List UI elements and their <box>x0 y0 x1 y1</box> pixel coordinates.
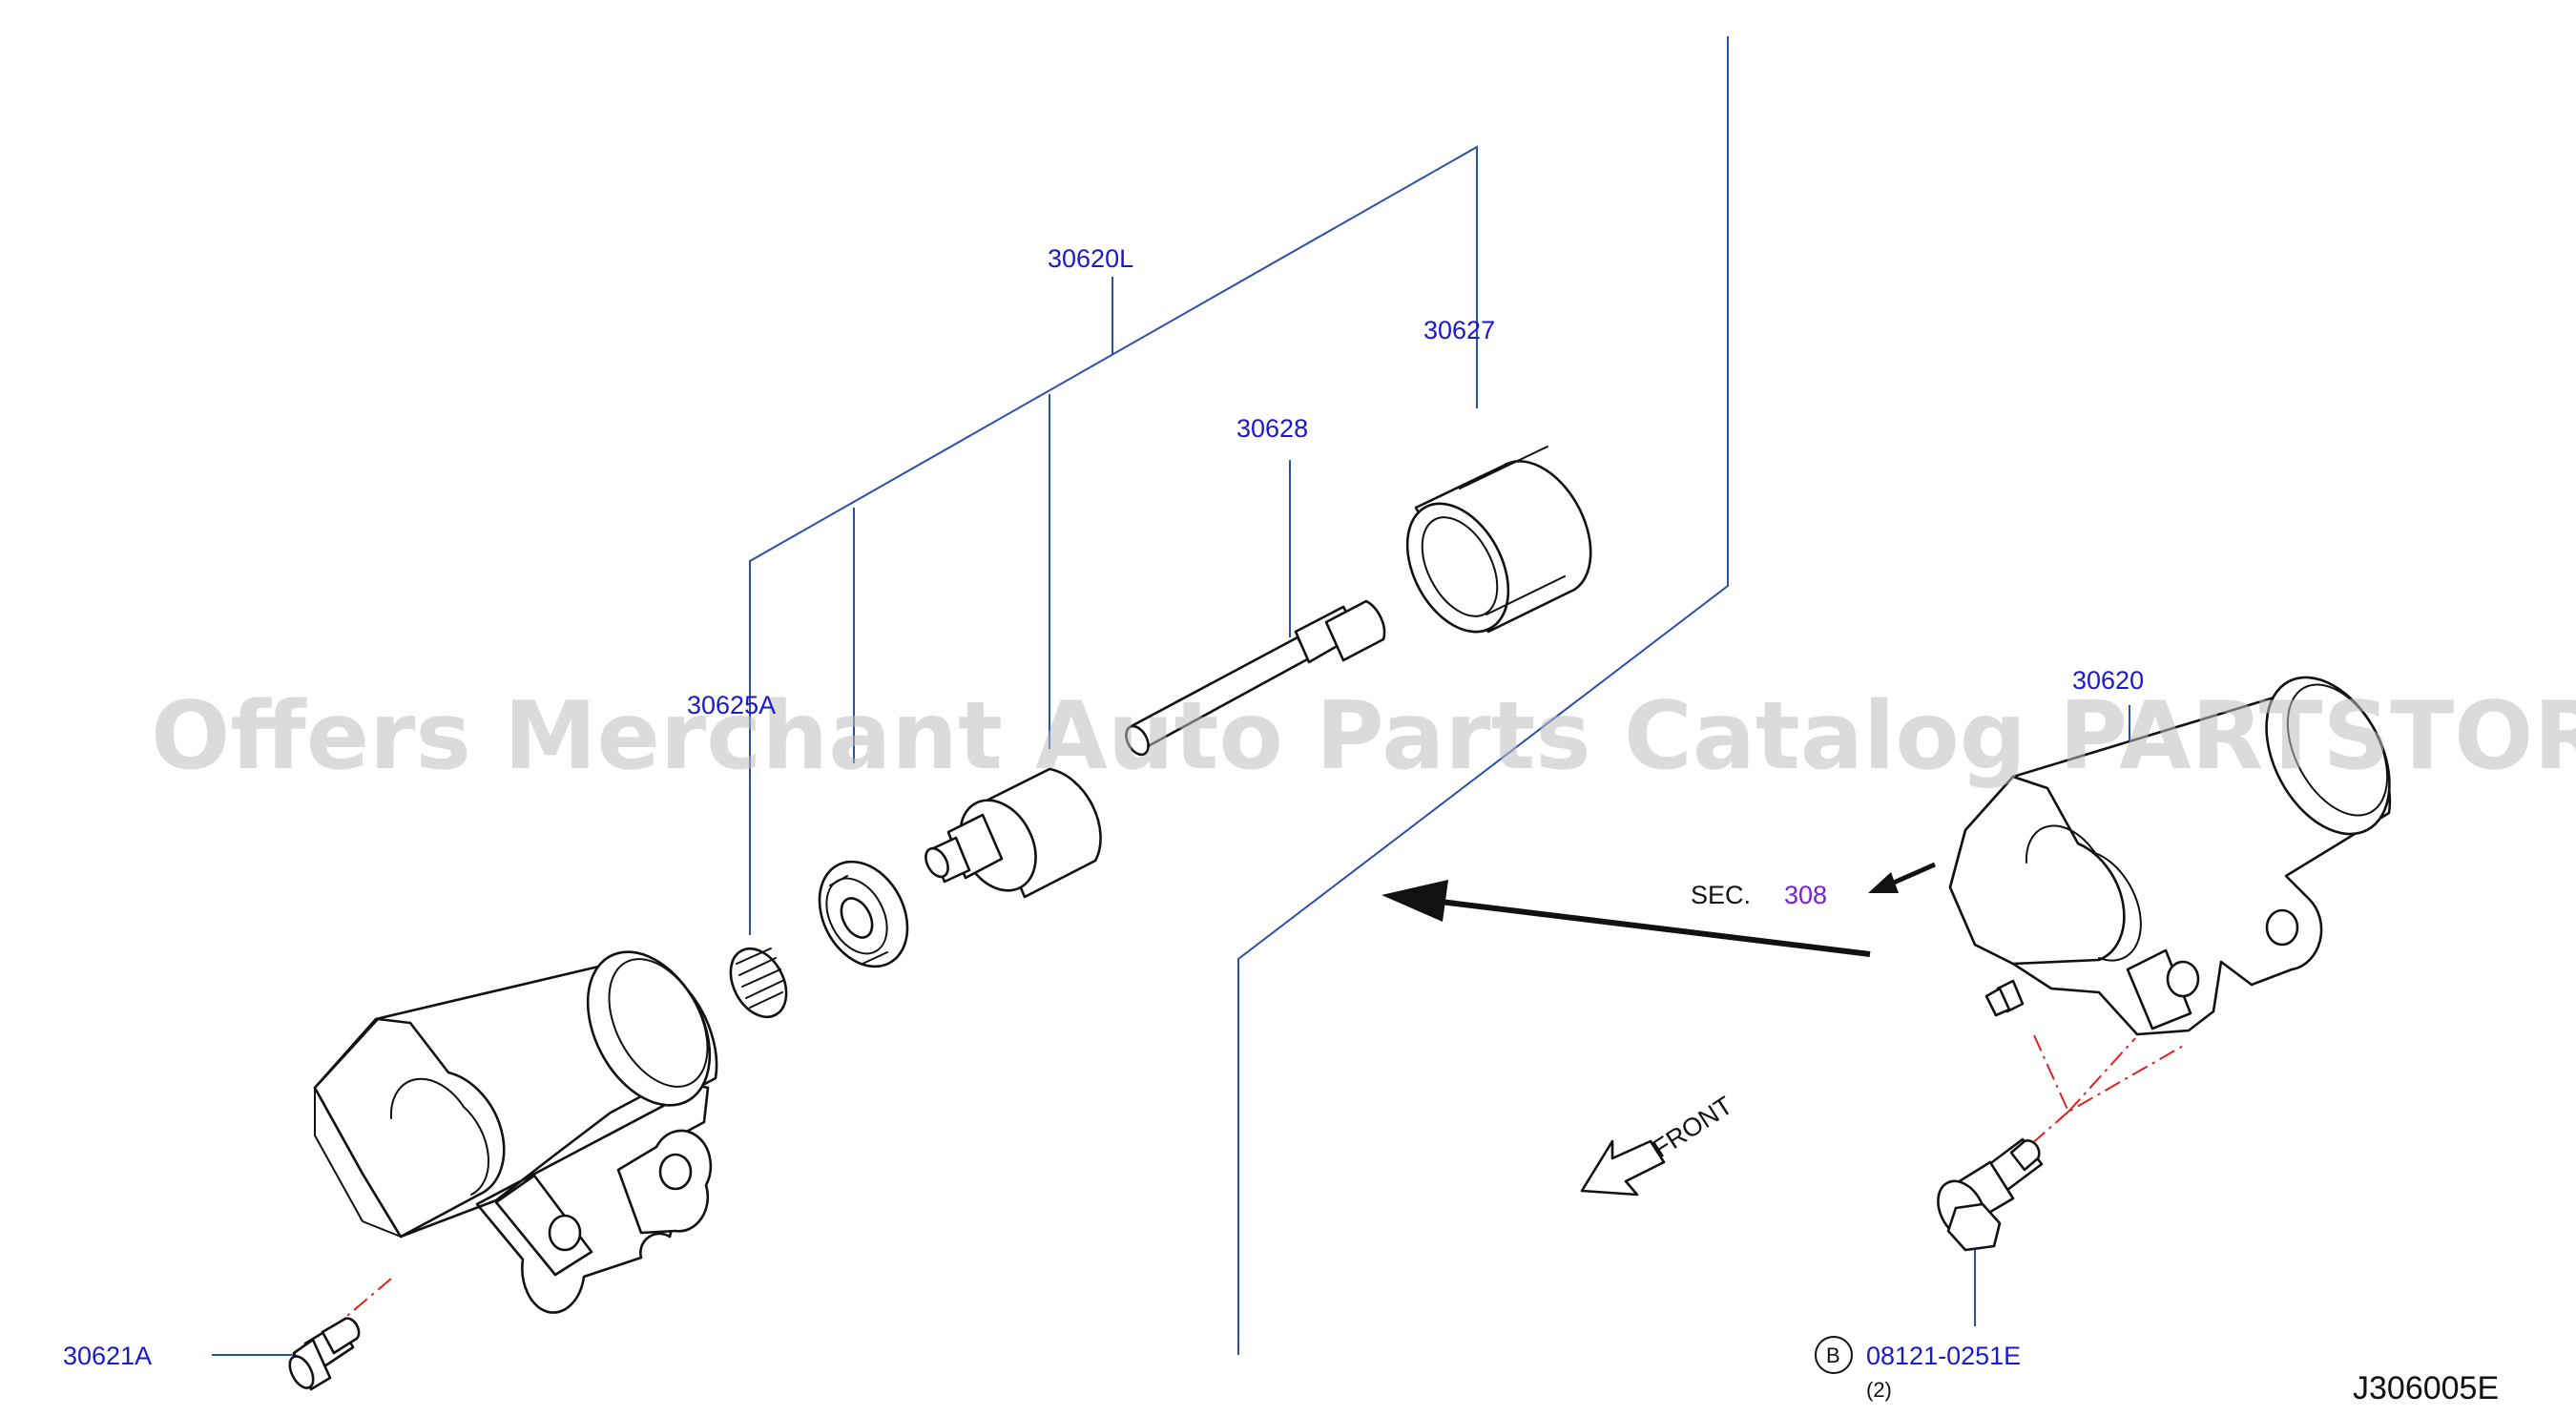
bolt-quantity: (2) <box>1866 1378 1892 1402</box>
bolt-circle-letter: B <box>1826 1343 1840 1367</box>
label-30621A[interactable]: 30621A <box>63 1342 152 1370</box>
seal-part <box>818 860 909 968</box>
front-label: FRONT <box>1648 1091 1737 1163</box>
label-30628[interactable]: 30628 <box>1236 414 1308 443</box>
section-prefix: SEC. <box>1691 881 1751 909</box>
piston-cup-part <box>1405 446 1592 634</box>
section-arrow-icon <box>1381 880 1871 957</box>
cylinder-right-part <box>1948 676 2392 1036</box>
cylinder-left-part <box>313 950 718 1314</box>
label-30620L[interactable]: 30620L <box>1048 244 1133 273</box>
label-30625A[interactable]: 30625A <box>687 691 776 719</box>
leader-lines <box>212 36 2130 1356</box>
watermark: Offers Merchant Auto Parts Catalog PARTS… <box>151 682 2576 791</box>
front-arrow-icon <box>1580 1139 1666 1197</box>
bolt-circle-badge: B <box>1815 1336 1853 1374</box>
piston-part <box>924 767 1102 899</box>
label-30627[interactable]: 30627 <box>1423 316 1495 344</box>
label-30620[interactable]: 30620 <box>2072 666 2144 695</box>
bleeder-screw-part <box>288 1317 361 1391</box>
diagram-code: J306005E <box>2353 1370 2499 1406</box>
bolt-part <box>1937 1137 2044 1252</box>
push-rod-part <box>1125 599 1386 757</box>
small-arrow-icon <box>1868 862 1937 893</box>
label-08121-0251E[interactable]: 08121-0251E <box>1866 1342 2021 1370</box>
section-link-308[interactable]: 308 <box>1784 881 1827 909</box>
spring-part <box>729 947 788 1019</box>
